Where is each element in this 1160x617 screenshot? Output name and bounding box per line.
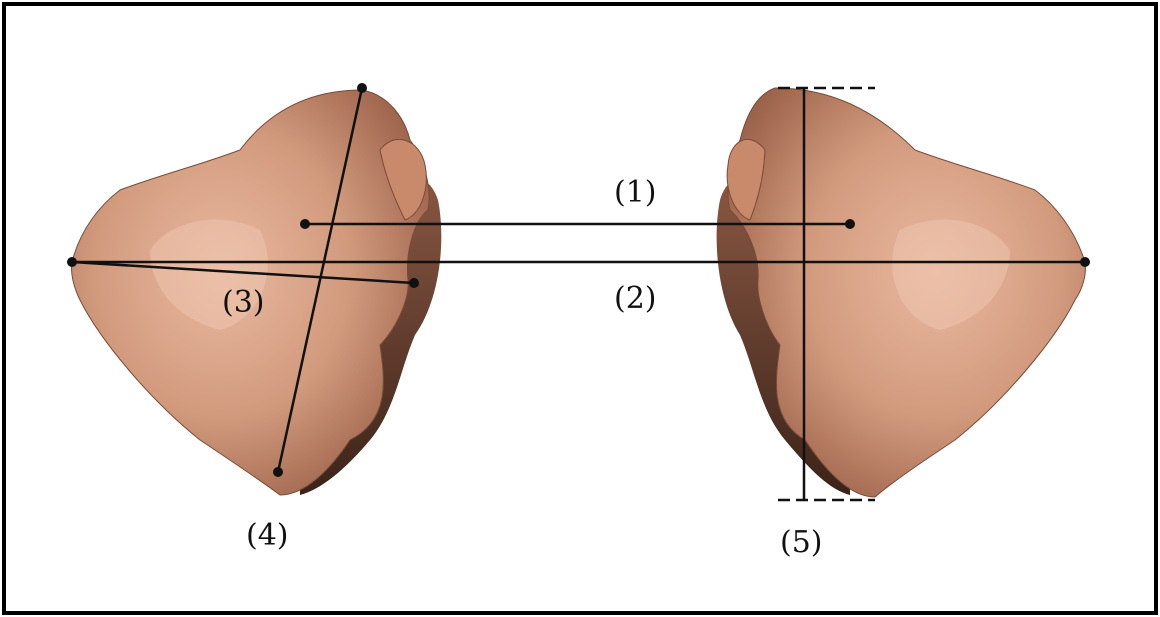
label-measurement-2: (2) (614, 281, 657, 316)
label-measurement-5: (5) (780, 525, 823, 560)
left-bone-highlight (150, 219, 268, 330)
label-measurement-3: (3) (222, 285, 265, 320)
measure-3-end-dot (409, 278, 419, 288)
measure-line-4 (276, 87, 364, 473)
label-measurement-1: (1) (614, 175, 657, 210)
measure-1-end-dot (845, 219, 855, 229)
measure-line-3 (71, 260, 415, 285)
right-bone-view (716, 87, 1086, 498)
measure-4-bottom-dot (273, 467, 283, 477)
right-bone-highlight (892, 219, 1010, 330)
measure-4-top-dot (357, 83, 367, 93)
right-bone-knob (726, 138, 766, 221)
left-bone-knob (379, 138, 427, 221)
measure-2-end-dot (1080, 257, 1090, 267)
label-measurement-4: (4) (246, 518, 289, 553)
measure-1-start-dot (300, 219, 310, 229)
